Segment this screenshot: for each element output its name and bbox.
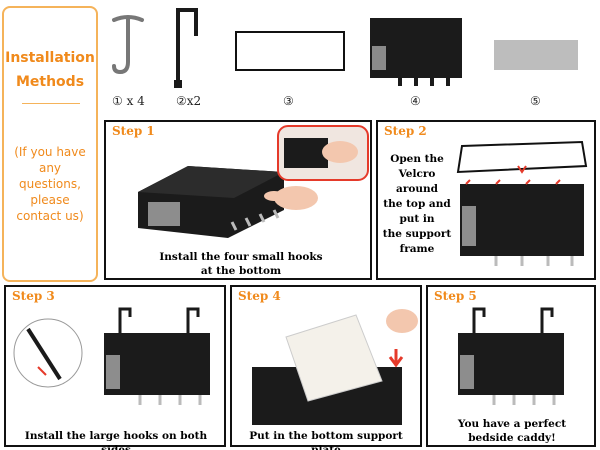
step-3-panel: Step 3 Install the large hooks on both s… xyxy=(4,285,226,450)
step-2-panel: Step 2 Open the Velcro around the top an… xyxy=(376,120,596,280)
step-4-panel: Step 4 Put in the bottom support plate xyxy=(230,285,422,450)
caddy-flat-illustration xyxy=(138,166,284,238)
part-label-small-hooks: ① x 4 xyxy=(112,94,145,108)
part-label-plate: ⑤ xyxy=(530,94,541,108)
step-4-caption: Put in the bottom support plate xyxy=(249,430,403,450)
caddy-icon xyxy=(370,18,462,86)
large-hook-icon xyxy=(174,8,198,88)
step-5-title: Step 5 xyxy=(434,289,477,303)
frame-insert-illustration xyxy=(456,140,588,266)
step-1-caption: Install the four small hooks at the bott… xyxy=(159,251,323,277)
bottom-plate-icon xyxy=(494,40,578,70)
hand-installing-hook-icon xyxy=(264,186,318,210)
divider xyxy=(22,103,80,104)
part-label-caddy: ④ xyxy=(410,94,421,108)
step-3-caption: Install the large hooks on both sides xyxy=(24,430,208,450)
instructions-panel: Installation Methods (If you have any qu… xyxy=(2,6,98,282)
hook-closeup-illustration xyxy=(13,318,83,388)
step-4-title: Step 4 xyxy=(238,289,281,303)
step-1-panel: Step 1 Install the four small hooks at t… xyxy=(104,120,372,280)
step-1-title: Step 1 xyxy=(112,124,155,138)
step-3-title: Step 3 xyxy=(12,289,55,303)
step-5-caption: You have a perfect bedside caddy! xyxy=(457,418,567,444)
support-frame-icon xyxy=(235,31,345,71)
inset-photo xyxy=(277,125,369,181)
step-2-caption: Open the Velcro around the top and put i… xyxy=(382,153,452,255)
caddy-with-hooks-illustration xyxy=(104,307,210,405)
step-2-title: Step 2 xyxy=(384,124,427,138)
plate-insert-illustration xyxy=(252,309,418,425)
finished-caddy-illustration xyxy=(458,307,564,405)
part-label-frame: ③ xyxy=(283,94,294,108)
part-label-large-hooks: ②x2 xyxy=(176,94,202,108)
step-5-panel: Step 5 You have a perfect bedside caddy! xyxy=(426,285,596,447)
panel-title: Installation Methods xyxy=(5,50,95,90)
contact-note: (If you have any questions, please conta… xyxy=(14,145,86,223)
small-hook-icon xyxy=(112,15,144,75)
